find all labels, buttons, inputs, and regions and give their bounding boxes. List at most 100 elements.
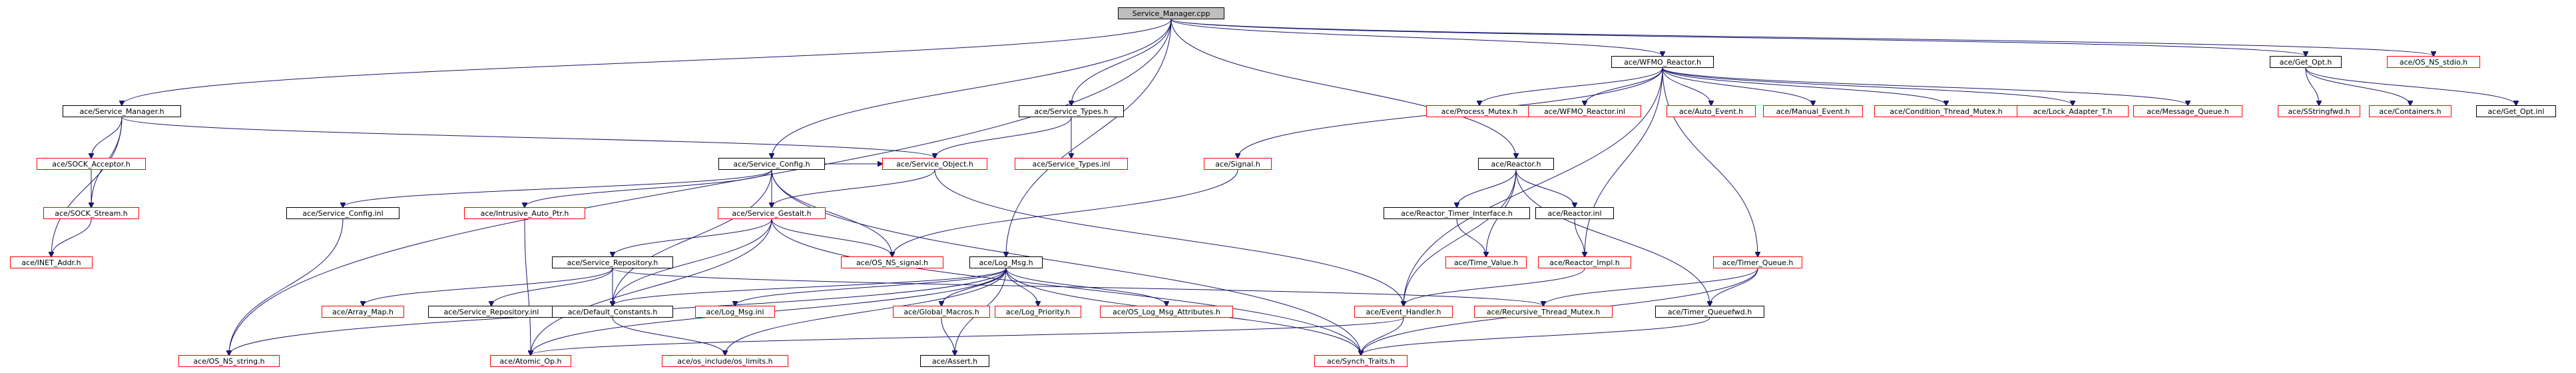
node-assert-h[interactable]: ace/Assert.h — [920, 355, 989, 367]
node-service-manager-h[interactable]: ace/Service_Manager.h — [63, 105, 181, 117]
edge-signal-h-to-os-ns-signal-h — [892, 169, 1238, 256]
edge-wfmo-reactor-h-to-lock-adapter-t-h — [1662, 67, 2073, 105]
edge-root-to-os-ns-string-h — [229, 19, 1172, 355]
node-service-repository-h[interactable]: ace/Service_Repository.h — [552, 256, 673, 268]
node-synch-traits-h[interactable]: ace/Synch_Traits.h — [1314, 355, 1408, 367]
node-service-config-inl[interactable]: ace/Service_Config.inl — [286, 207, 399, 219]
edge-event-handler-h-to-atomic-op-h — [531, 317, 1404, 355]
node-log-msg-inl[interactable]: ace/Log_Msg.inl — [695, 306, 775, 318]
node-service-types-h[interactable]: ace/Service_Types.h — [1019, 105, 1124, 117]
edge-root-to-service-manager-h — [122, 19, 1172, 105]
node-service-repository-inl[interactable]: ace/Service_Repository.inl — [428, 306, 555, 318]
edge-root-to-service-types-h — [1071, 19, 1172, 105]
edge-service-config-h-to-synch-traits-h — [771, 169, 1361, 355]
edge-get-opt-h-to-sstringfwd-h — [2305, 67, 2319, 105]
node-log-priority-h[interactable]: ace/Log_Priority.h — [995, 306, 1081, 318]
edge-service-gestalt-h-to-os-ns-signal-h — [771, 218, 892, 256]
edge-reactor-h-to-reactor-timer-interface-h — [1457, 169, 1517, 207]
node-timer-queue-h[interactable]: ace/Timer_Queue.h — [1713, 256, 1802, 268]
edge-get-opt-h-to-containers-h — [2305, 67, 2410, 105]
node-service-gestalt-h[interactable]: ace/Service_Gestalt.h — [718, 207, 826, 219]
node-wfmo-reactor-inl[interactable]: ace/WFMO_Reactor.inl — [1528, 105, 1641, 117]
node-condition-thread-mutex-h[interactable]: ace/Condition_Thread_Mutex.h — [1874, 105, 2018, 117]
node-default-constants-h[interactable]: ace/Default_Constants.h — [552, 306, 673, 318]
node-get-opt-inl[interactable]: ace/Get_Opt.inl — [2476, 105, 2556, 117]
node-service-config-h[interactable]: ace/Service_Config.h — [718, 158, 825, 170]
node-os-ns-signal-h[interactable]: ace/OS_NS_signal.h — [841, 256, 943, 268]
node-log-msg-h[interactable]: ace/Log_Msg.h — [969, 256, 1043, 268]
node-get-opt-h[interactable]: ace/Get_Opt.h — [2270, 56, 2342, 68]
edge-reactor-h-to-event-handler-h — [1404, 169, 1517, 306]
node-timer-queuefwd-h[interactable]: ace/Timer_Queuefwd.h — [1655, 306, 1764, 318]
edge-global-macros-h-to-assert-h — [941, 317, 955, 355]
node-inet-addr-h[interactable]: ace/INET_Addr.h — [10, 256, 93, 268]
edge-service-repository-h-to-service-repository-inl — [491, 268, 613, 306]
edge-service-config-h-to-intrusive-auto-ptr-h — [525, 169, 772, 207]
edge-reactor-timer-interface-h-to-time-value-h — [1456, 218, 1486, 256]
edge-service-gestalt-h-to-service-repository-h — [613, 218, 772, 256]
node-process-mutex-h[interactable]: ace/Process_Mutex.h — [1426, 105, 1533, 117]
edge-log-msg-h-to-log-priority-h — [1005, 268, 1038, 306]
edge-service-gestalt-h-to-default-constants-h — [613, 218, 772, 306]
node-intrusive-auto-ptr-h[interactable]: ace/Intrusive_Auto_Ptr.h — [464, 207, 585, 219]
node-lock-adapter-t-h[interactable]: ace/Lock_Adapter_T.h — [2017, 105, 2129, 117]
edge-wfmo-reactor-h-to-wfmo-reactor-inl — [1585, 67, 1663, 105]
edge-get-opt-h-to-get-opt-inl — [2305, 67, 2516, 105]
node-event-handler-h[interactable]: ace/Event_Handler.h — [1354, 306, 1453, 318]
node-reactor-impl-h[interactable]: ace/Reactor_Impl.h — [1538, 256, 1631, 268]
edge-layer — [51, 19, 2516, 355]
node-reactor-h[interactable]: ace/Reactor.h — [1478, 158, 1554, 170]
edge-log-msg-h-to-default-constants-h — [613, 268, 1007, 306]
edge-service-config-inl-to-os-ns-string-h — [229, 218, 344, 355]
edge-reactor-h-to-timer-queuefwd-h — [1515, 169, 1710, 306]
edge-wfmo-reactor-h-to-manual-event-h — [1662, 67, 1813, 105]
edge-sock-stream-h-to-inet-addr-h — [51, 218, 92, 256]
node-service-types-inl[interactable]: ace/Service_Types.inl — [1015, 158, 1128, 170]
edge-service-repository-h-to-recursive-thread-mutex-h — [612, 268, 1543, 306]
edge-service-manager-h-to-service-object-h — [121, 117, 935, 158]
edge-wfmo-reactor-h-to-reactor-impl-h — [1585, 67, 1663, 256]
node-message-queue-h[interactable]: ace/Message_Queue.h — [2133, 105, 2242, 117]
node-signal-h[interactable]: ace/Signal.h — [1204, 158, 1272, 170]
node-root: Service_Manager.cpp — [1118, 7, 1224, 19]
edge-root-to-service-config-h — [772, 19, 1172, 158]
node-auto-event-h[interactable]: ace/Auto_Event.h — [1667, 105, 1756, 117]
edge-wfmo-reactor-h-to-auto-event-h — [1662, 67, 1711, 105]
edge-intrusive-auto-ptr-h-to-atomic-op-h — [524, 218, 531, 355]
node-os-ns-string-h[interactable]: ace/OS_NS_string.h — [178, 355, 280, 367]
node-sock-stream-h[interactable]: ace/SOCK_Stream.h — [43, 207, 139, 219]
node-global-macros-h[interactable]: ace/Global_Macros.h — [893, 306, 990, 318]
node-containers-h[interactable]: ace/Containers.h — [2369, 105, 2451, 117]
node-recursive-thread-mutex-h[interactable]: ace/Recursive_Thread_Mutex.h — [1474, 306, 1613, 318]
node-os-ns-stdio-h[interactable]: ace/OS_NS_stdio.h — [2387, 56, 2480, 68]
edge-wfmo-reactor-h-to-event-handler-h — [1404, 67, 1663, 306]
edge-log-msg-h-to-os-limits-h — [725, 268, 1007, 355]
node-time-value-h[interactable]: ace/Time_Value.h — [1445, 256, 1527, 268]
node-reactor-timer-interface-h[interactable]: ace/Reactor_Timer_Interface.h — [1384, 207, 1530, 219]
node-sstringfwd-h[interactable]: ace/SStringfwd.h — [2278, 105, 2360, 117]
node-os-log-msg-attributes-h[interactable]: ace/OS_Log_Msg_Attributes.h — [1100, 306, 1233, 318]
edge-timer-queue-h-to-timer-queuefwd-h — [1710, 268, 1758, 306]
edge-service-gestalt-h-to-atomic-op-h — [531, 218, 772, 355]
edge-wfmo-reactor-h-to-condition-thread-mutex-h — [1662, 67, 1946, 105]
edge-service-manager-h-to-sock-acceptor-h — [91, 117, 123, 158]
node-reactor-inl[interactable]: ace/Reactor.inl — [1535, 207, 1614, 219]
edge-service-config-h-to-service-config-inl — [343, 169, 772, 207]
node-manual-event-h[interactable]: ace/Manual_Event.h — [1763, 105, 1863, 117]
node-array-map-h[interactable]: ace/Array_Map.h — [322, 306, 404, 318]
node-os-limits-h[interactable]: ace/os_include/os_limits.h — [662, 355, 788, 367]
node-wfmo-reactor-h[interactable]: ace/WFMO_Reactor.h — [1611, 56, 1714, 68]
edge-service-object-h-to-event-handler-h — [934, 169, 1404, 306]
edge-timer-queuefwd-h-to-synch-traits-h — [1361, 317, 1710, 355]
edge-log-msg-h-to-os-log-msg-attributes-h — [1005, 268, 1166, 306]
edge-service-object-h-to-service-gestalt-h — [772, 169, 935, 207]
node-service-object-h[interactable]: ace/Service_Object.h — [882, 158, 987, 170]
edge-wfmo-reactor-h-to-message-queue-h — [1662, 67, 2188, 105]
node-atomic-op-h[interactable]: ace/Atomic_Op.h — [490, 355, 571, 367]
edge-service-types-h-to-service-object-h — [935, 117, 1072, 158]
edge-wfmo-reactor-h-to-timer-queue-h — [1662, 67, 1758, 256]
edge-root-to-wfmo-reactor-h — [1170, 19, 1663, 56]
node-sock-acceptor-h[interactable]: ace/SOCK_Acceptor.h — [37, 158, 146, 170]
edge-root-to-log-msg-h — [1006, 19, 1172, 256]
